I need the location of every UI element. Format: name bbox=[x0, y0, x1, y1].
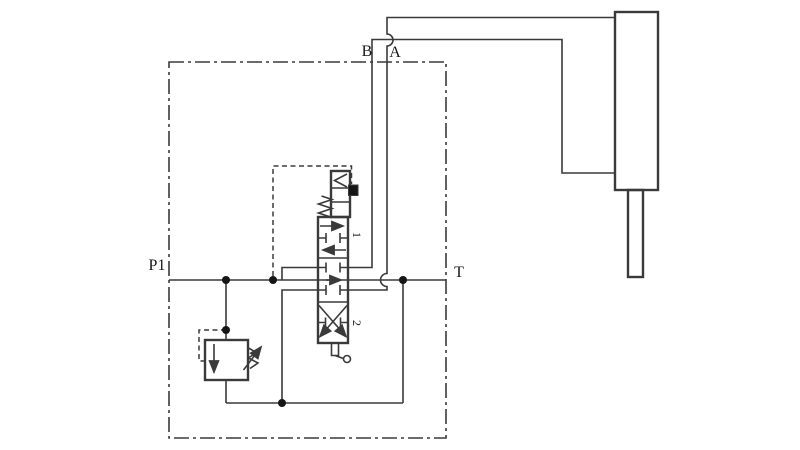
junction-nodes bbox=[222, 276, 407, 407]
relief-valve-body bbox=[203, 338, 250, 382]
cylinder-rod bbox=[626, 188, 645, 279]
pos2-cross-arrow-2 bbox=[318, 304, 348, 339]
pressure-relief-valve bbox=[198, 280, 263, 403]
neutral-blocked-ports-lower bbox=[318, 285, 348, 295]
valve-tank-return-line bbox=[281, 289, 318, 403]
port-label-b: B bbox=[362, 43, 373, 60]
kickout-pilot-line bbox=[272, 165, 353, 276]
position-label-2: 2 bbox=[350, 320, 364, 326]
work-line-a bbox=[348, 16, 615, 291]
detent-notch-icon bbox=[332, 173, 348, 188]
junction-node bbox=[399, 276, 407, 284]
pos2-blocked-ports bbox=[318, 317, 348, 328]
junction-node bbox=[222, 326, 230, 334]
pos1-blocked-ports bbox=[318, 233, 348, 243]
position-cell-dividers bbox=[318, 257, 348, 303]
neutral-blocked-ports-upper bbox=[318, 262, 348, 273]
port-label-a: A bbox=[389, 44, 401, 61]
valve-pressure-branch-line bbox=[281, 266, 318, 280]
position-label-1: 1 bbox=[350, 232, 364, 238]
detent-ball-icon bbox=[348, 184, 359, 196]
work-line-b bbox=[348, 38, 615, 269]
port-label-p1: P1 bbox=[149, 257, 166, 274]
directional-control-valve bbox=[272, 165, 359, 364]
relief-pilot-line bbox=[198, 329, 226, 362]
relief-adjust-arrow bbox=[242, 345, 263, 371]
valve-block-enclosure bbox=[168, 61, 447, 439]
junction-node bbox=[278, 399, 286, 407]
junction-node bbox=[222, 276, 230, 284]
junction-node bbox=[269, 276, 277, 284]
spool-end-stub bbox=[330, 343, 344, 360]
cylinder-barrel bbox=[613, 10, 660, 192]
return-spring-icon bbox=[315, 195, 335, 219]
port-label-t: T bbox=[454, 264, 464, 281]
hydraulic-cylinder bbox=[613, 10, 660, 279]
spool-end-circle bbox=[342, 354, 352, 364]
detent-housing-dividers bbox=[331, 187, 350, 203]
